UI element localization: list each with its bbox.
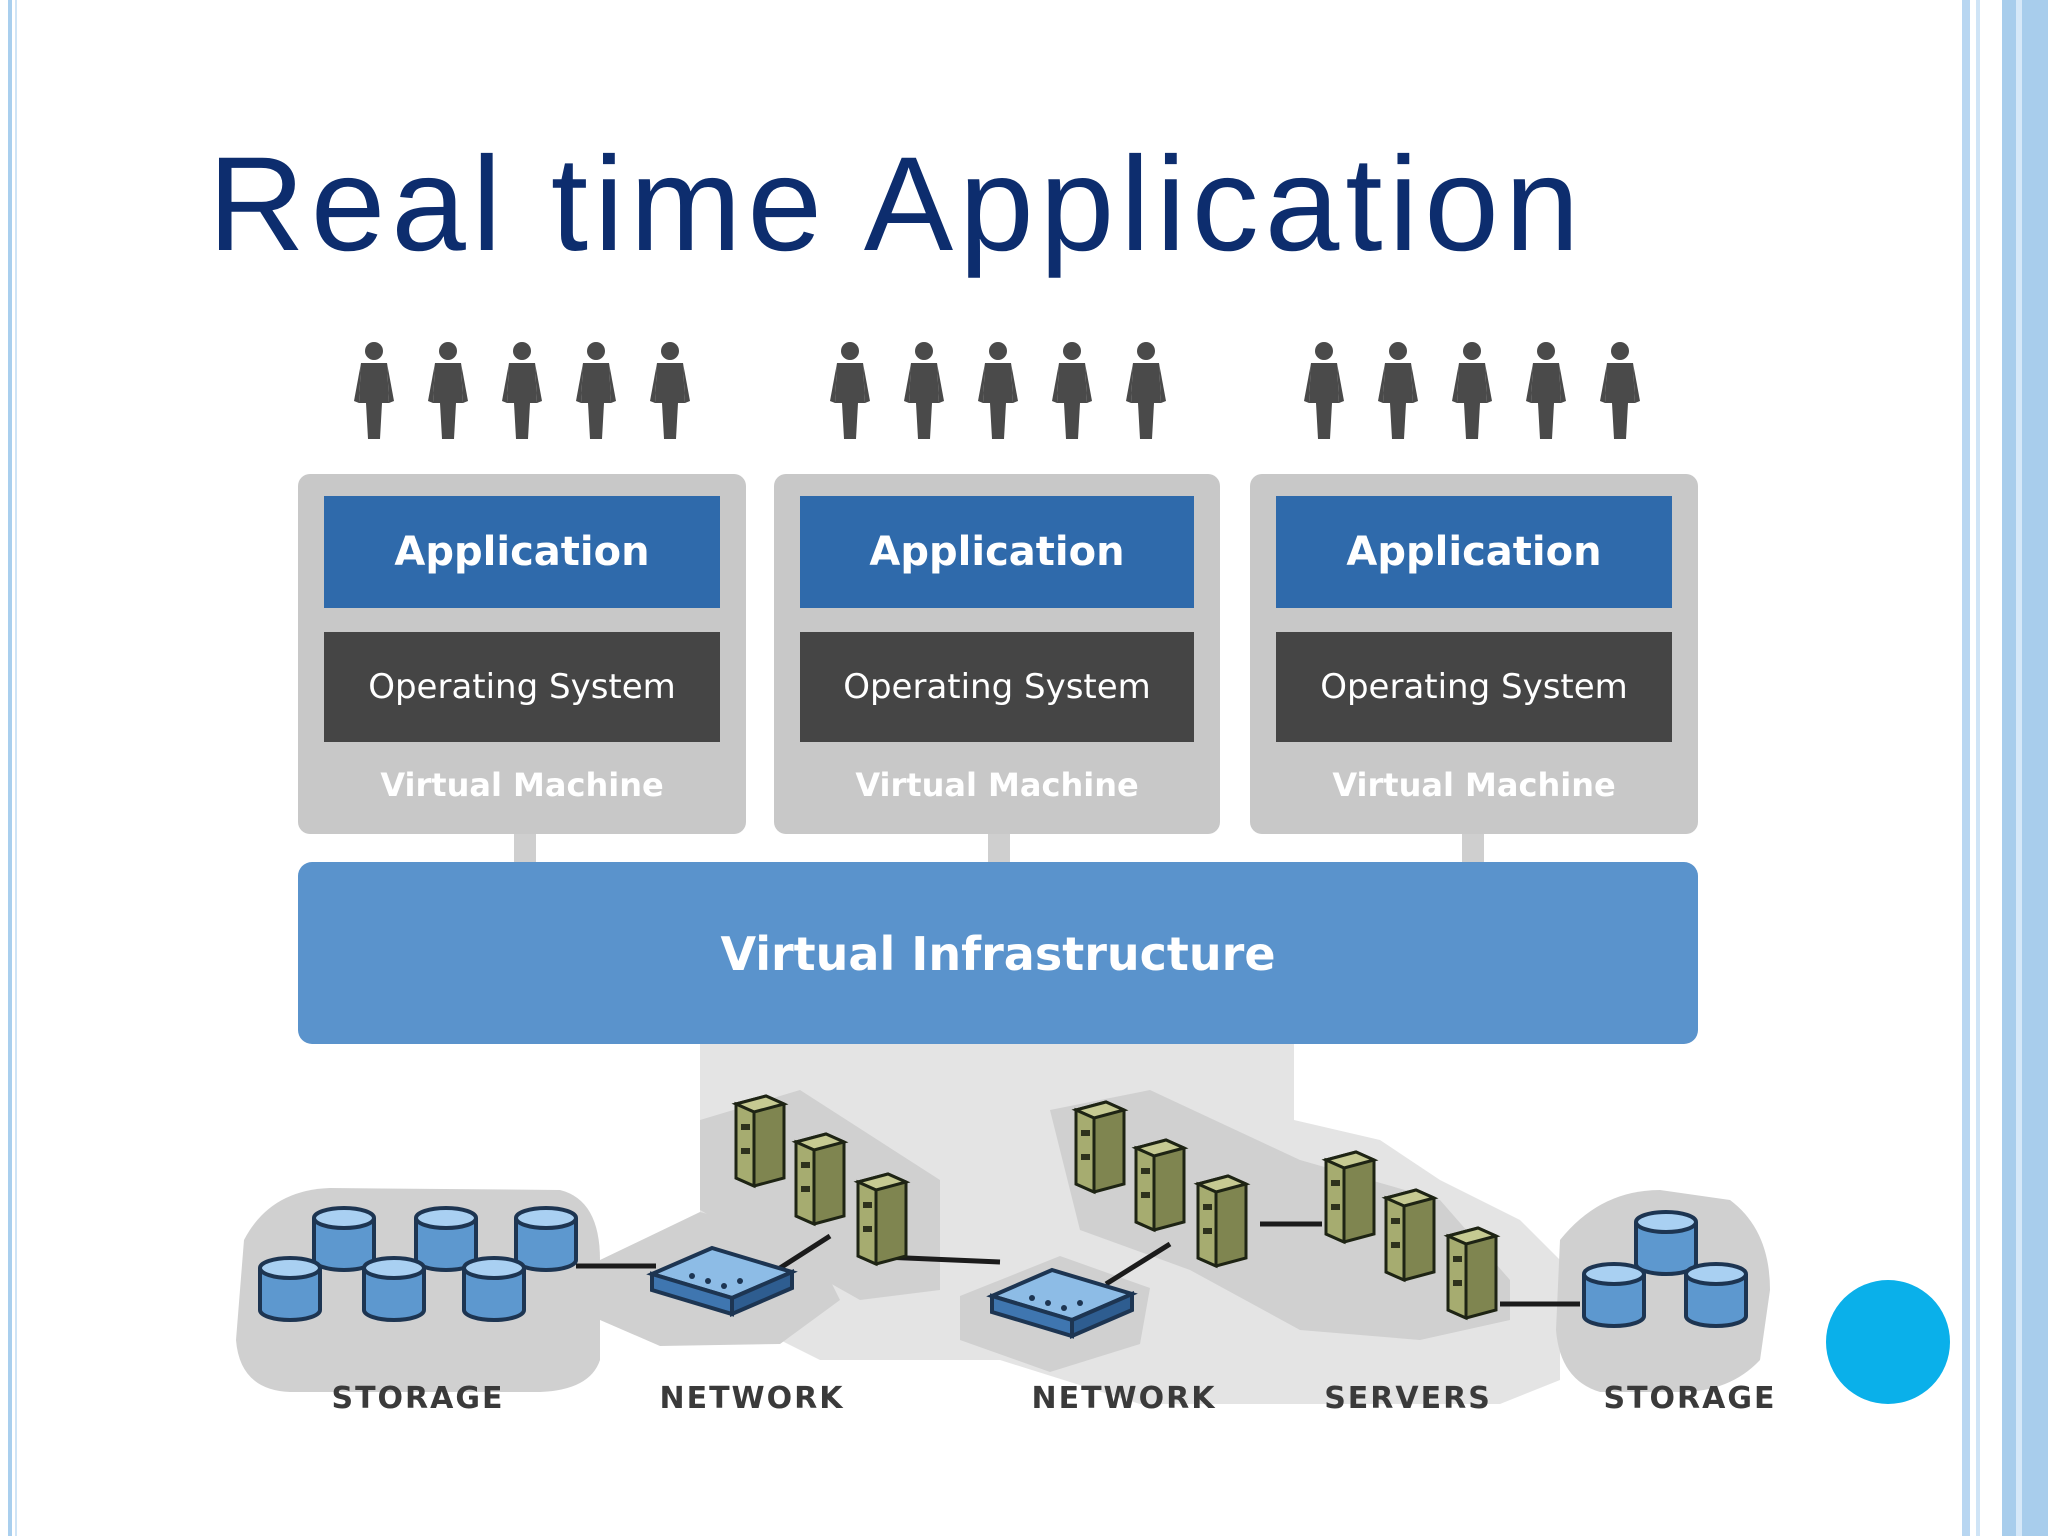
slide-border-left xyxy=(0,0,24,1536)
virtual-machine-2: Application Operating System Virtual Mac… xyxy=(774,474,1220,834)
person-icon xyxy=(904,342,944,439)
person-icon xyxy=(650,342,690,439)
storage-drum-icon xyxy=(312,1206,376,1272)
person-icon xyxy=(1052,342,1092,439)
server-tower-icon xyxy=(734,1094,786,1188)
server-tower-icon xyxy=(1446,1226,1498,1320)
storage-drum-icon xyxy=(362,1256,426,1322)
servers-label: SERVERS xyxy=(1324,1381,1492,1416)
person-icon xyxy=(1526,342,1566,439)
storage-drum-icon xyxy=(258,1256,322,1322)
slide-title: Real time Application xyxy=(208,130,1586,279)
user-group-1 xyxy=(354,342,690,439)
storage-label: STORAGE xyxy=(331,1381,504,1416)
person-icon xyxy=(978,342,1018,439)
server-tower-icon xyxy=(1384,1188,1436,1282)
virtual-infrastructure-label: Virtual Infrastructure xyxy=(720,927,1275,981)
storage-drum-icon xyxy=(1582,1262,1646,1328)
operating-system-label: Operating System xyxy=(1320,667,1628,707)
application-label: Application xyxy=(394,529,649,575)
server-tower-icon xyxy=(1134,1138,1186,1232)
storage-drum-icon xyxy=(414,1206,478,1272)
virtual-machine-1: Application Operating System Virtual Mac… xyxy=(298,474,746,834)
virtual-machine-label: Virtual Machine xyxy=(855,766,1138,804)
user-group-3 xyxy=(1304,342,1640,439)
slide-border-right xyxy=(1962,0,2048,1536)
storage-drum-icon xyxy=(1684,1262,1748,1328)
application-label: Application xyxy=(869,529,1124,575)
virtual-machine-label: Virtual Machine xyxy=(1332,766,1615,804)
person-icon xyxy=(428,342,468,439)
accent-dot xyxy=(1826,1280,1950,1404)
user-group-2 xyxy=(830,342,1166,439)
server-tower-icon xyxy=(1074,1100,1126,1194)
storage-drum-icon xyxy=(514,1206,578,1272)
person-icon xyxy=(1304,342,1344,439)
person-icon xyxy=(354,342,394,439)
person-icon xyxy=(830,342,870,439)
person-icon xyxy=(1126,342,1166,439)
person-icon xyxy=(576,342,616,439)
network-label: NETWORK xyxy=(659,1381,844,1416)
virtual-machine-label: Virtual Machine xyxy=(380,766,663,804)
application-label: Application xyxy=(1346,529,1601,575)
virtualization-diagram: Application Operating System Virtual Mac… xyxy=(236,342,1776,1416)
server-tower-icon xyxy=(1196,1174,1248,1268)
server-tower-icon xyxy=(794,1132,846,1226)
server-tower-icon xyxy=(856,1172,908,1266)
storage-drum-icon xyxy=(1634,1210,1698,1276)
storage-label: STORAGE xyxy=(1603,1381,1776,1416)
person-icon xyxy=(1452,342,1492,439)
virtual-infrastructure-layer: Virtual Infrastructure xyxy=(298,862,1698,1044)
server-tower-icon xyxy=(1324,1150,1376,1244)
storage-drum-icon xyxy=(462,1256,526,1322)
person-icon xyxy=(1600,342,1640,439)
virtual-machine-3: Application Operating System Virtual Mac… xyxy=(1250,474,1698,834)
person-icon xyxy=(1378,342,1418,439)
network-label: NETWORK xyxy=(1031,1381,1216,1416)
person-icon xyxy=(502,342,542,439)
operating-system-label: Operating System xyxy=(368,667,676,707)
operating-system-label: Operating System xyxy=(843,667,1151,707)
